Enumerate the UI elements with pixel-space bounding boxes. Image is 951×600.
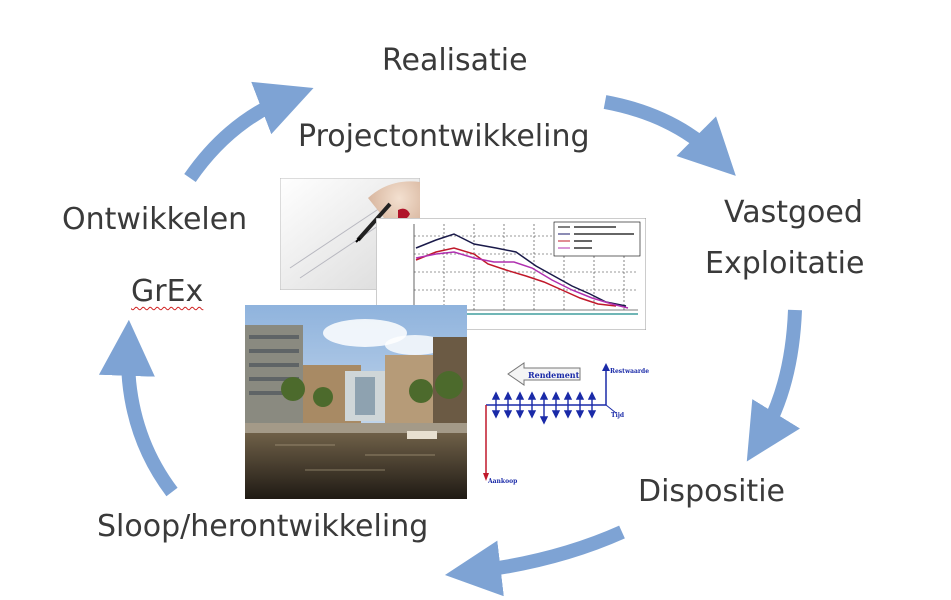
cashflow-diagram: Rendement Restwaarde Tijd Aankoop — [483, 362, 649, 485]
aankoop-label: Aankoop — [487, 478, 517, 485]
stage-label-ontwikkelen: Ontwikkelen — [62, 202, 248, 237]
rendement-label: Rendement — [528, 370, 580, 380]
arrow-realisatie-to-vastgoed — [603, 95, 736, 176]
stage-label-projectontwikkeling: Projectontwikkeling — [298, 119, 590, 154]
stage-label-realisatie: Realisatie — [382, 43, 528, 78]
stage-label-sloop-herontwikkeling: Sloop/herontwikkeling — [97, 509, 429, 544]
arrow-ontwikkelen-to-realisatie — [184, 81, 314, 182]
restwaarde-label: Restwaarde — [610, 368, 649, 375]
tijd-label: Tijd — [611, 412, 625, 419]
stage-label-grex: GrEx — [131, 274, 204, 309]
signing-contract-photo — [280, 178, 420, 290]
stage-label-vastgoed: Vastgoed — [724, 195, 863, 230]
stage-label-dispositie: Dispositie — [638, 474, 785, 509]
rendement-arrow — [507, 362, 581, 386]
canal-development-photo — [245, 305, 467, 499]
stage-label-exploitatie: Exploitatie — [705, 246, 865, 281]
arrow-exploitatie-to-dispositie — [746, 309, 802, 462]
arrow-sloop-to-grex — [98, 319, 178, 497]
arrow-dispositie-to-sloop — [444, 525, 625, 597]
